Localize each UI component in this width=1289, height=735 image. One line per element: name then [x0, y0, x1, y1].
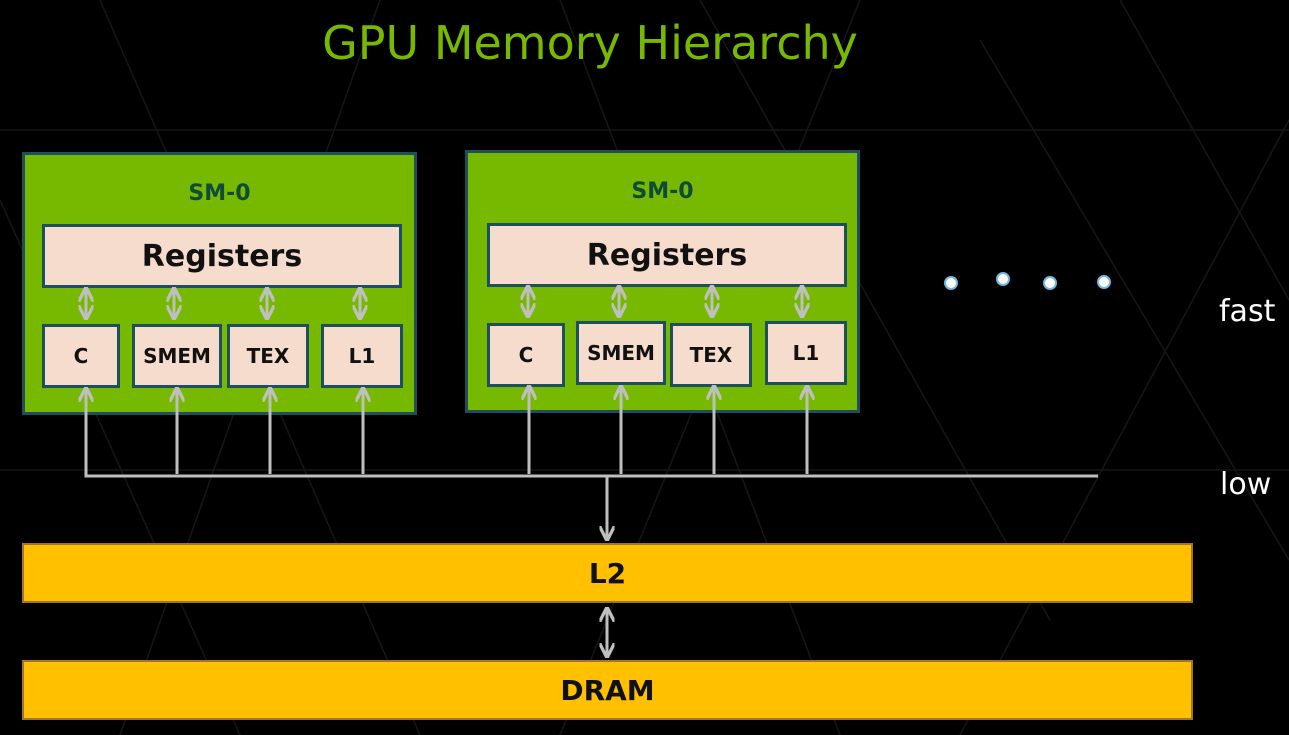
speed-label-fast: fast [1219, 294, 1276, 329]
unit-l1: L1 [321, 324, 403, 388]
unit-c: C [487, 323, 565, 387]
registers-box: Registers [42, 224, 402, 288]
unit-c: C [42, 324, 120, 388]
l2-cache-bar: L2 [22, 543, 1193, 603]
unit-smem: SMEM [576, 321, 666, 385]
sm-block-2: SM-0 Registers C SMEM TEX L1 [465, 150, 860, 413]
speed-label-low: low [1220, 467, 1272, 502]
unit-tex: TEX [670, 323, 752, 387]
unit-l1: L1 [765, 321, 847, 385]
unit-tex: TEX [227, 324, 309, 388]
more-sms-dot [996, 272, 1010, 286]
more-sms-dot [1043, 276, 1057, 290]
dram-bar: DRAM [22, 660, 1193, 720]
more-sms-dot [944, 276, 958, 290]
sm-label: SM-0 [188, 181, 251, 206]
unit-smem: SMEM [132, 324, 222, 388]
sm-label: SM-0 [631, 179, 694, 204]
registers-box: Registers [487, 223, 847, 287]
slide-title: GPU Memory Hierarchy [322, 16, 858, 70]
more-sms-dot [1097, 275, 1111, 289]
sm-block-1: SM-0 Registers C SMEM TEX L1 [22, 152, 417, 415]
